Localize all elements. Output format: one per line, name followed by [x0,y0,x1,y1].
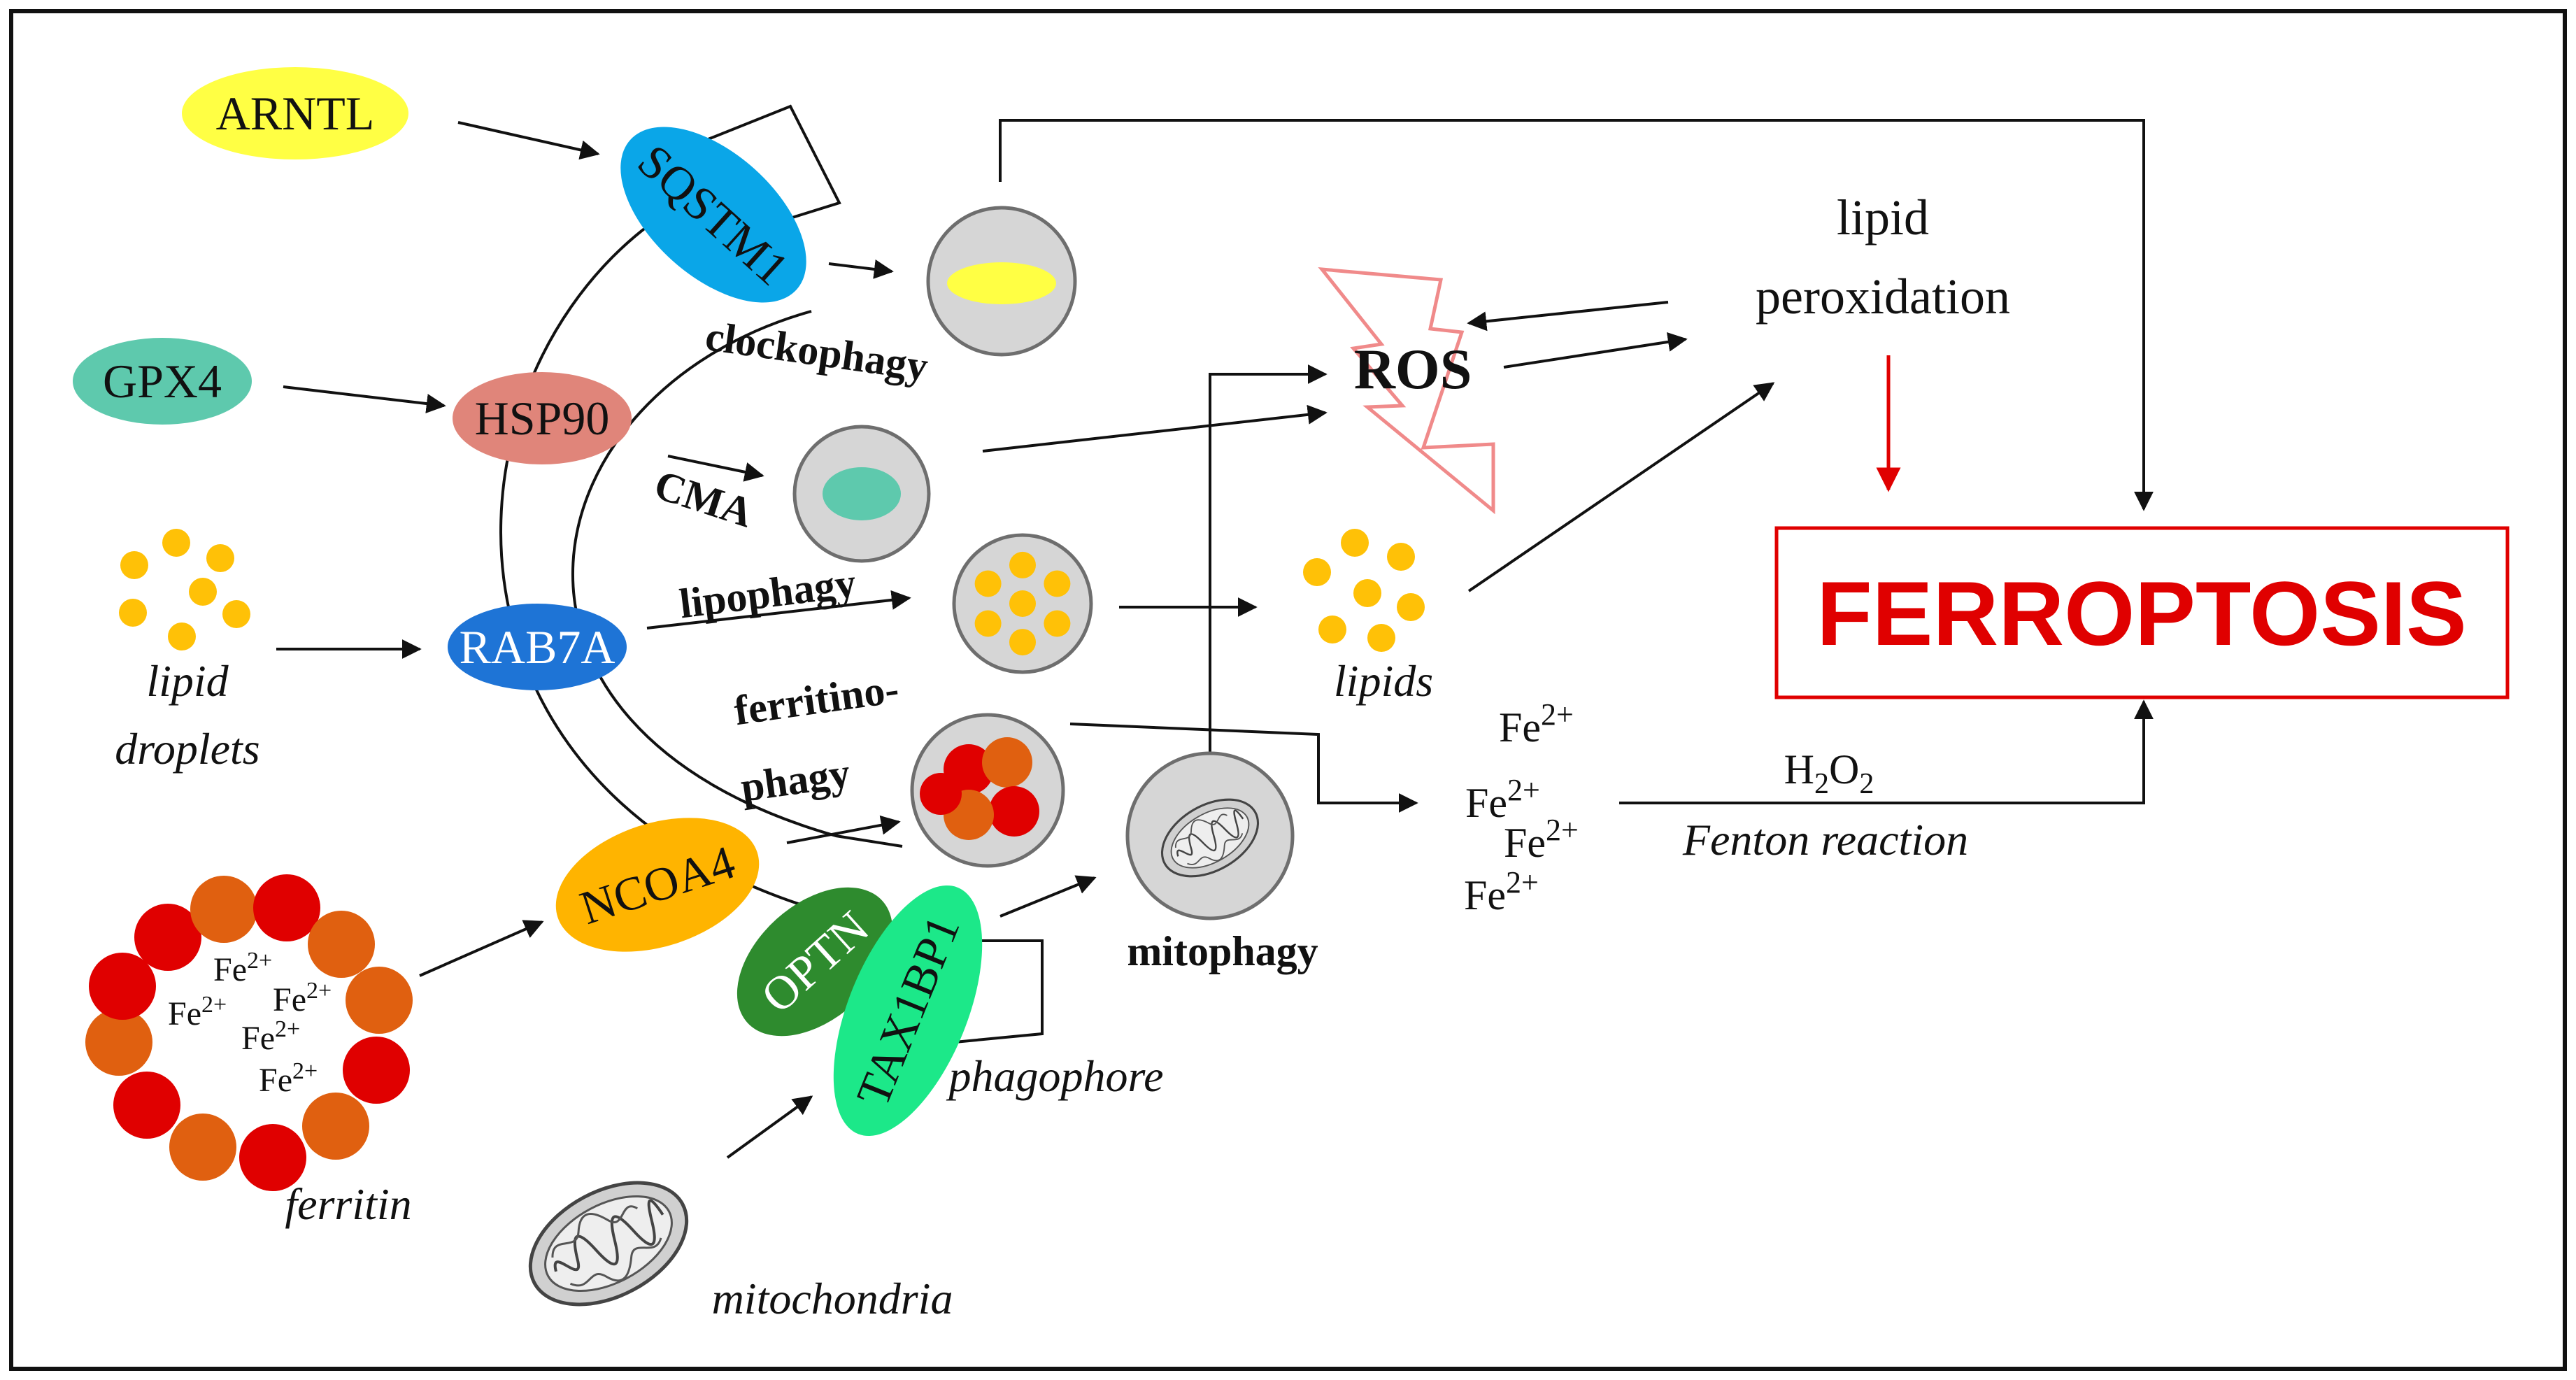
svg-text:Fe2+: Fe2+ [1464,865,1539,918]
arrow-arntl-sqstm1 [457,121,600,160]
arrow-clockophagy [828,259,894,279]
arntl-label: ARNTL [216,87,375,140]
ros-lightning-icon [1318,266,1495,515]
svg-text:Fe2+: Fe2+ [168,992,227,1032]
fenton-reaction-label: Fenton reaction [1682,815,1968,865]
h2o2-label: H2O2 [1784,746,1874,800]
phagophore-label: phagophore [946,1051,1164,1101]
rab7a-label: RAB7A [460,620,615,674]
mitophagy-vesicle [1125,751,1295,920]
lipid-peroxidation-label-line2: peroxidation [1756,269,2010,325]
arrow-lipids-lipid-peroxidation [1467,382,1775,592]
ros-label: ROS [1354,337,1472,401]
rab7a-node: RAB7A [448,604,627,690]
lipid-droplets-label-line1: lipid [146,656,229,706]
ferritin-iron-ions: Fe2+ Fe2+ Fe2+ Fe2+ Fe2+ [168,948,332,1099]
mitochondria-label: mitochondria [712,1274,953,1323]
arrow-cma-ros [982,404,1328,453]
gpx4-node: GPX4 [73,338,252,425]
svg-text:Fe2+: Fe2+ [1504,813,1579,866]
svg-text:Fe2+: Fe2+ [259,1058,318,1099]
arrow-ros-lipid-peroxidation [1503,332,1688,369]
arrow-lipophagy [646,590,911,629]
arrow-mitochondria-taxibp1 [726,1095,813,1159]
lipids-cluster [1303,529,1425,652]
arrow-cma [667,455,764,482]
gpx4-label: GPX4 [103,355,222,408]
ferroptosis-box: FERROPTOSIS [1774,526,2510,699]
ferritinophagy-vesicle [910,713,1065,868]
lipophagy-vesicle [952,533,1093,674]
mitophagy-label: mitophagy [1127,928,1318,974]
lipid-peroxidation-label-line1: lipid [1837,190,1929,246]
arrow-ferritin-ncoa4 [419,920,544,977]
free-iron-ions: Fe2+ Fe2+ Fe2+ Fe2+ [1464,697,1579,918]
ferritin-label: ferritin [285,1179,411,1229]
svg-text:Fe2+: Fe2+ [1465,773,1540,826]
svg-text:Fe2+: Fe2+ [273,978,332,1018]
phagophore-inner-membrane [571,310,903,848]
arrow-ferritinophagy [786,815,901,844]
ferritin-ring [85,874,413,1191]
arrow-ferritinophagy-iron [1069,723,1418,813]
hsp90-label: HSP90 [475,392,610,445]
lipid-droplets-cluster [119,529,250,650]
arntl-node: ARNTL [182,67,408,159]
taxibp1-bracket [951,939,1044,1044]
lipids-label: lipids [1334,656,1433,706]
clockophagy-vesicle [926,206,1077,357]
hsp90-node: HSP90 [453,372,632,464]
svg-text:Fe2+: Fe2+ [241,1016,300,1057]
svg-text:Fe2+: Fe2+ [213,948,272,988]
ferroptosis-label: FERROPTOSIS [1816,562,2466,664]
arrow-fenton-ferroptosis [1619,699,2154,804]
arrow-mitophagy [999,875,1097,918]
ncoa4-node: NCOA4 [555,818,760,952]
lipid-droplets-label-line2: droplets [115,724,259,774]
arrow-clockophagy-ferroptosis [999,119,2154,511]
sqstm1-bracket [706,104,841,222]
arrow-mitophagy-ros [1209,364,1328,755]
arrow-lipid-peroxidation-ros [1467,301,1669,332]
cma-vesicle [792,425,931,563]
svg-text:Fe2+: Fe2+ [1499,697,1574,751]
arrow-gpx4-hsp90 [283,385,446,413]
